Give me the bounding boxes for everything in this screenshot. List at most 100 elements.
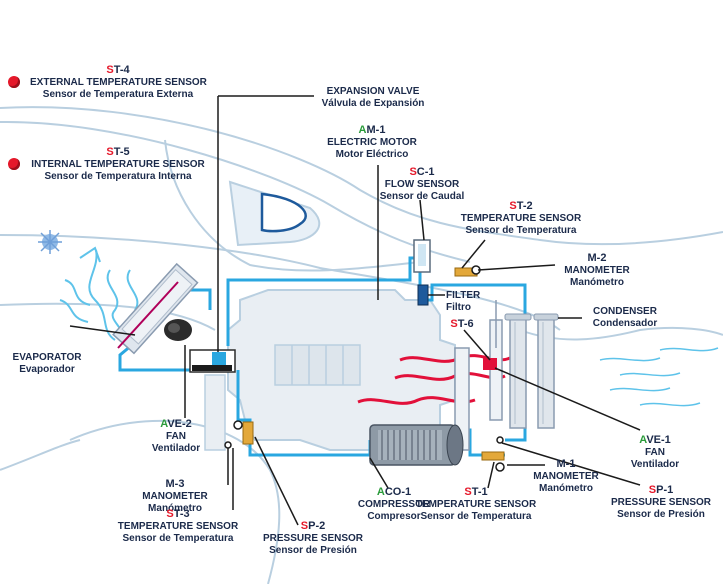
aco1-name-en: COMPRESSOR xyxy=(357,499,431,510)
st5-code: T-5 xyxy=(113,146,130,158)
label-am1: AM-1 ELECTRIC MOTOR Motor Eléctrico xyxy=(324,124,420,161)
fan-ave2 xyxy=(164,319,192,341)
sp1-name-en: PRESSURE SENSOR xyxy=(610,497,712,508)
st4-indicator-dot xyxy=(8,76,20,88)
leader-st2 xyxy=(461,239,486,269)
ave2-name-es: Ventilador xyxy=(151,443,201,454)
flow-sensor-sc1 xyxy=(413,239,431,273)
exp-name-en: EXPANSION VALVE xyxy=(326,86,420,97)
leader-m2 xyxy=(477,264,556,271)
ave1-code: VE-1 xyxy=(646,434,671,446)
st6-prefix: S xyxy=(450,318,458,330)
fresh-air-flow xyxy=(599,347,719,407)
st5-name-en: INTERNAL TEMPERATURE SENSOR xyxy=(31,159,205,170)
st1-name-es: Sensor de Temperatura xyxy=(420,511,532,522)
cold-air-flow xyxy=(59,246,139,341)
ave2-name-en: FAN xyxy=(166,431,186,442)
ave2-prefix: A xyxy=(160,418,168,430)
m2-name-es: Manómetro xyxy=(570,277,624,288)
st2-name-es: Sensor de Temperatura xyxy=(465,225,577,236)
leader-st6 xyxy=(463,329,491,361)
aco1-name-es: Compresor xyxy=(367,511,421,522)
sp2-name-en: PRESSURE SENSOR xyxy=(262,533,364,544)
ave1-prefix: A xyxy=(639,434,647,446)
leader-sp1 xyxy=(501,442,641,486)
leader-sc1 xyxy=(419,199,425,241)
st1-prefix: S xyxy=(464,486,472,498)
ave2-code: VE-2 xyxy=(167,418,192,430)
car-hood-line xyxy=(0,234,561,331)
sc1-name-es: Sensor de Caudal xyxy=(379,191,465,202)
sp2-code: P-2 xyxy=(308,520,326,532)
st4-name-en: EXTERNAL TEMPERATURE SENSOR xyxy=(30,77,207,88)
label-st5: ST-5 INTERNAL TEMPERATURE SENSOR Sensor … xyxy=(30,146,206,183)
m1-name-en: MANOMETER xyxy=(533,471,599,482)
st3-name-es: Sensor de Temperatura xyxy=(122,533,234,544)
m3-name-es: Manómetro xyxy=(148,503,202,514)
label-m1: M-1 MANOMETER Manómetro xyxy=(526,458,606,495)
pipe-evap-in xyxy=(185,288,212,310)
st5-prefix: S xyxy=(106,146,114,158)
am1-name-es: Motor Eléctrico xyxy=(335,149,409,160)
expansion-valve-body xyxy=(189,349,236,373)
label-st3: ST-3 TEMPERATURE SENSOR Sensor de Temper… xyxy=(112,508,244,545)
sp2-name-es: Sensor de Presión xyxy=(269,545,357,556)
evaporator xyxy=(112,262,199,355)
m2-name-en: MANOMETER xyxy=(564,265,630,276)
manometer-gauges xyxy=(224,265,505,472)
sc1-name-en: FLOW SENSOR xyxy=(384,179,460,190)
st6-code: T-6 xyxy=(457,318,474,330)
leader-aco1 xyxy=(369,457,389,489)
label-ave1: AVE-1 FAN Ventilador xyxy=(612,434,698,471)
bumper-line xyxy=(0,439,81,471)
pipe-evap-out xyxy=(118,343,228,372)
leader-lines xyxy=(69,95,641,526)
m1-code: M-1 xyxy=(556,458,576,470)
st4-name-es: Sensor de Temperatura Externa xyxy=(42,89,194,100)
car-roof-line xyxy=(0,106,723,246)
aco1-code: CO-1 xyxy=(384,486,412,498)
st5-indicator-dot xyxy=(8,158,20,170)
leader-evap xyxy=(69,325,136,336)
am1-name-en: ELECTRIC MOTOR xyxy=(327,137,417,148)
sc1-code: C-1 xyxy=(416,166,435,178)
st2-prefix: S xyxy=(509,200,517,212)
car-dash-line xyxy=(164,139,421,272)
label-st4: ST-4 EXTERNAL TEMPERATURE SENSOR Sensor … xyxy=(30,64,207,101)
side-mirror xyxy=(228,180,321,247)
sp1-prefix: S xyxy=(648,484,657,496)
st1-name-en: TEMPERATURE SENSOR xyxy=(415,499,537,510)
filter-unit xyxy=(417,284,429,306)
label-condenser: CONDENSER Condensador xyxy=(582,306,668,330)
sp1-code: P-1 xyxy=(656,484,674,496)
st3-name-en: TEMPERATURE SENSOR xyxy=(117,521,239,532)
label-expansion-valve: EXPANSION VALVE Válvula de Expansión xyxy=(312,86,434,110)
exp-name-es: Válvula de Expansión xyxy=(321,98,425,109)
filter-name-es: Filtro xyxy=(446,302,471,313)
st5-name-es: Sensor de Temperatura Interna xyxy=(44,171,192,182)
st3-code: T-3 xyxy=(173,508,190,520)
ave1-name-en: FAN xyxy=(645,447,665,458)
leader-ave1 xyxy=(494,367,641,431)
label-st2: ST-2 TEMPERATURE SENSOR Sensor de Temper… xyxy=(452,200,590,237)
cond-name-en: CONDENSER xyxy=(593,306,657,317)
sp2-prefix: S xyxy=(300,520,309,532)
evap-name-en: EVAPORATOR xyxy=(12,352,82,363)
label-m3: M-3 MANOMETER Manómetro xyxy=(126,478,224,515)
label-sc1: SC-1 FLOW SENSOR Sensor de Caudal xyxy=(374,166,470,203)
m3-code: M-3 xyxy=(165,478,185,490)
evap-name-es: Evaporador xyxy=(19,364,75,375)
label-m2: M-2 MANOMETER Manómetro xyxy=(556,252,638,289)
aco1-prefix: A xyxy=(376,486,385,498)
label-st1: ST-1 TEMPERATURE SENSOR Sensor de Temper… xyxy=(408,486,544,523)
m2-code: M-2 xyxy=(587,252,607,264)
am1-code: M-1 xyxy=(366,124,386,136)
cond-name-es: Condensador xyxy=(592,318,658,329)
sensor-st6 xyxy=(483,358,497,370)
ave1-name-es: Ventilador xyxy=(630,459,680,470)
leader-st1 xyxy=(487,461,495,489)
st2-code: T-2 xyxy=(516,200,533,212)
st4-prefix: S xyxy=(106,64,114,76)
